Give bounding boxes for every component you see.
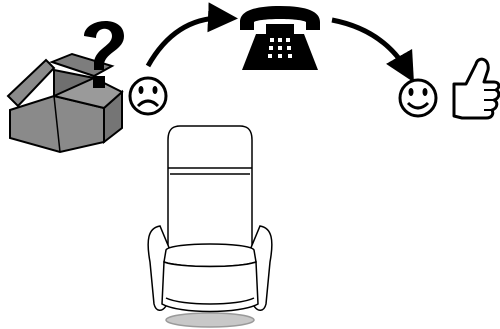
telephone-icon (240, 6, 320, 70)
recliner-chair-icon (148, 126, 272, 327)
sad-face-icon (130, 78, 166, 114)
thumbs-up-icon (454, 59, 499, 118)
smiley-face-icon (400, 80, 436, 116)
curved-arrow-icon (148, 18, 226, 66)
open-box-with-question-mark-icon (8, 21, 124, 152)
curved-arrow-icon (332, 20, 408, 72)
